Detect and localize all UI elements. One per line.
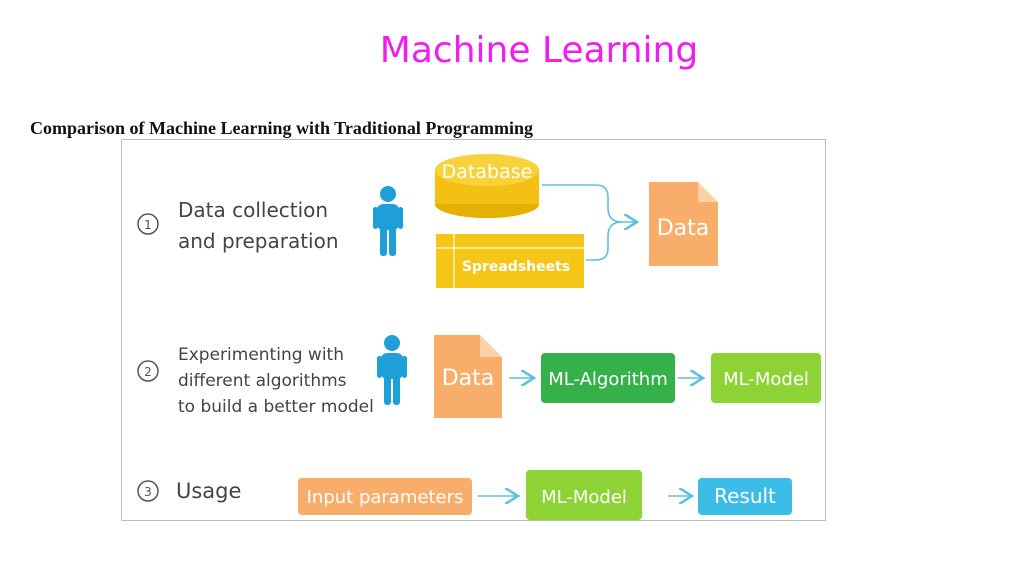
result-label: Result [714, 484, 776, 508]
ml-model-label-step-2: ML-Model [723, 369, 809, 390]
ml-algorithm-label: ML-Algorithm [548, 369, 668, 390]
step-2-label-line-2: different algorithms [178, 371, 347, 391]
database-icon: Database [435, 154, 539, 218]
person-icon [373, 186, 403, 256]
ml-algorithm-box: ML-Algorithm [541, 353, 675, 403]
page-subtitle: Comparison of Machine Learning with Trad… [30, 118, 534, 138]
svg-text:1: 1 [144, 218, 152, 232]
step-3-label: Usage [176, 479, 241, 503]
step-2-number-icon: 2 [137, 360, 159, 382]
step-1-label-line-2: and preparation [178, 229, 339, 253]
person-icon [377, 335, 407, 405]
spreadsheets-icon: Spreadsheets [436, 234, 584, 288]
ml-model-label-step-3: ML-Model [541, 487, 627, 508]
ml-workflow-diagram: 1 Data collection and preparation Databa… [121, 139, 826, 521]
step-3-number-icon: 3 [137, 480, 159, 502]
step-1: 1 Data collection and preparation Databa… [137, 154, 718, 288]
result-box: Result [698, 478, 792, 515]
ml-model-box-step-3: ML-Model [526, 470, 642, 520]
data-document-icon: Data [434, 335, 502, 418]
input-parameters-box: Input parameters [298, 478, 472, 515]
step-3: 3 Usage Input parameters ML-Model Result [137, 470, 792, 520]
step-2-label-line-1: Experimenting with [178, 345, 344, 365]
spreadsheets-label: Spreadsheets [462, 259, 570, 275]
svg-text:2: 2 [144, 365, 152, 379]
step-2-label-line-3: to build a better model [178, 397, 374, 417]
step-1-connector-arrow [542, 184, 637, 261]
data-document-icon: Data [649, 182, 718, 266]
ml-model-box-step-2: ML-Model [711, 353, 821, 403]
input-parameters-label: Input parameters [307, 487, 464, 508]
data-label-step-1: Data [657, 216, 710, 241]
database-label: Database [442, 161, 533, 183]
page-title: Machine Learning [379, 30, 699, 71]
step-1-number-icon: 1 [137, 213, 159, 235]
data-label-step-2: Data [442, 366, 495, 391]
step-2: 2 Experimenting with different algorithm… [137, 335, 821, 418]
step-1-label-line-1: Data collection [178, 198, 328, 222]
svg-text:3: 3 [144, 485, 152, 499]
